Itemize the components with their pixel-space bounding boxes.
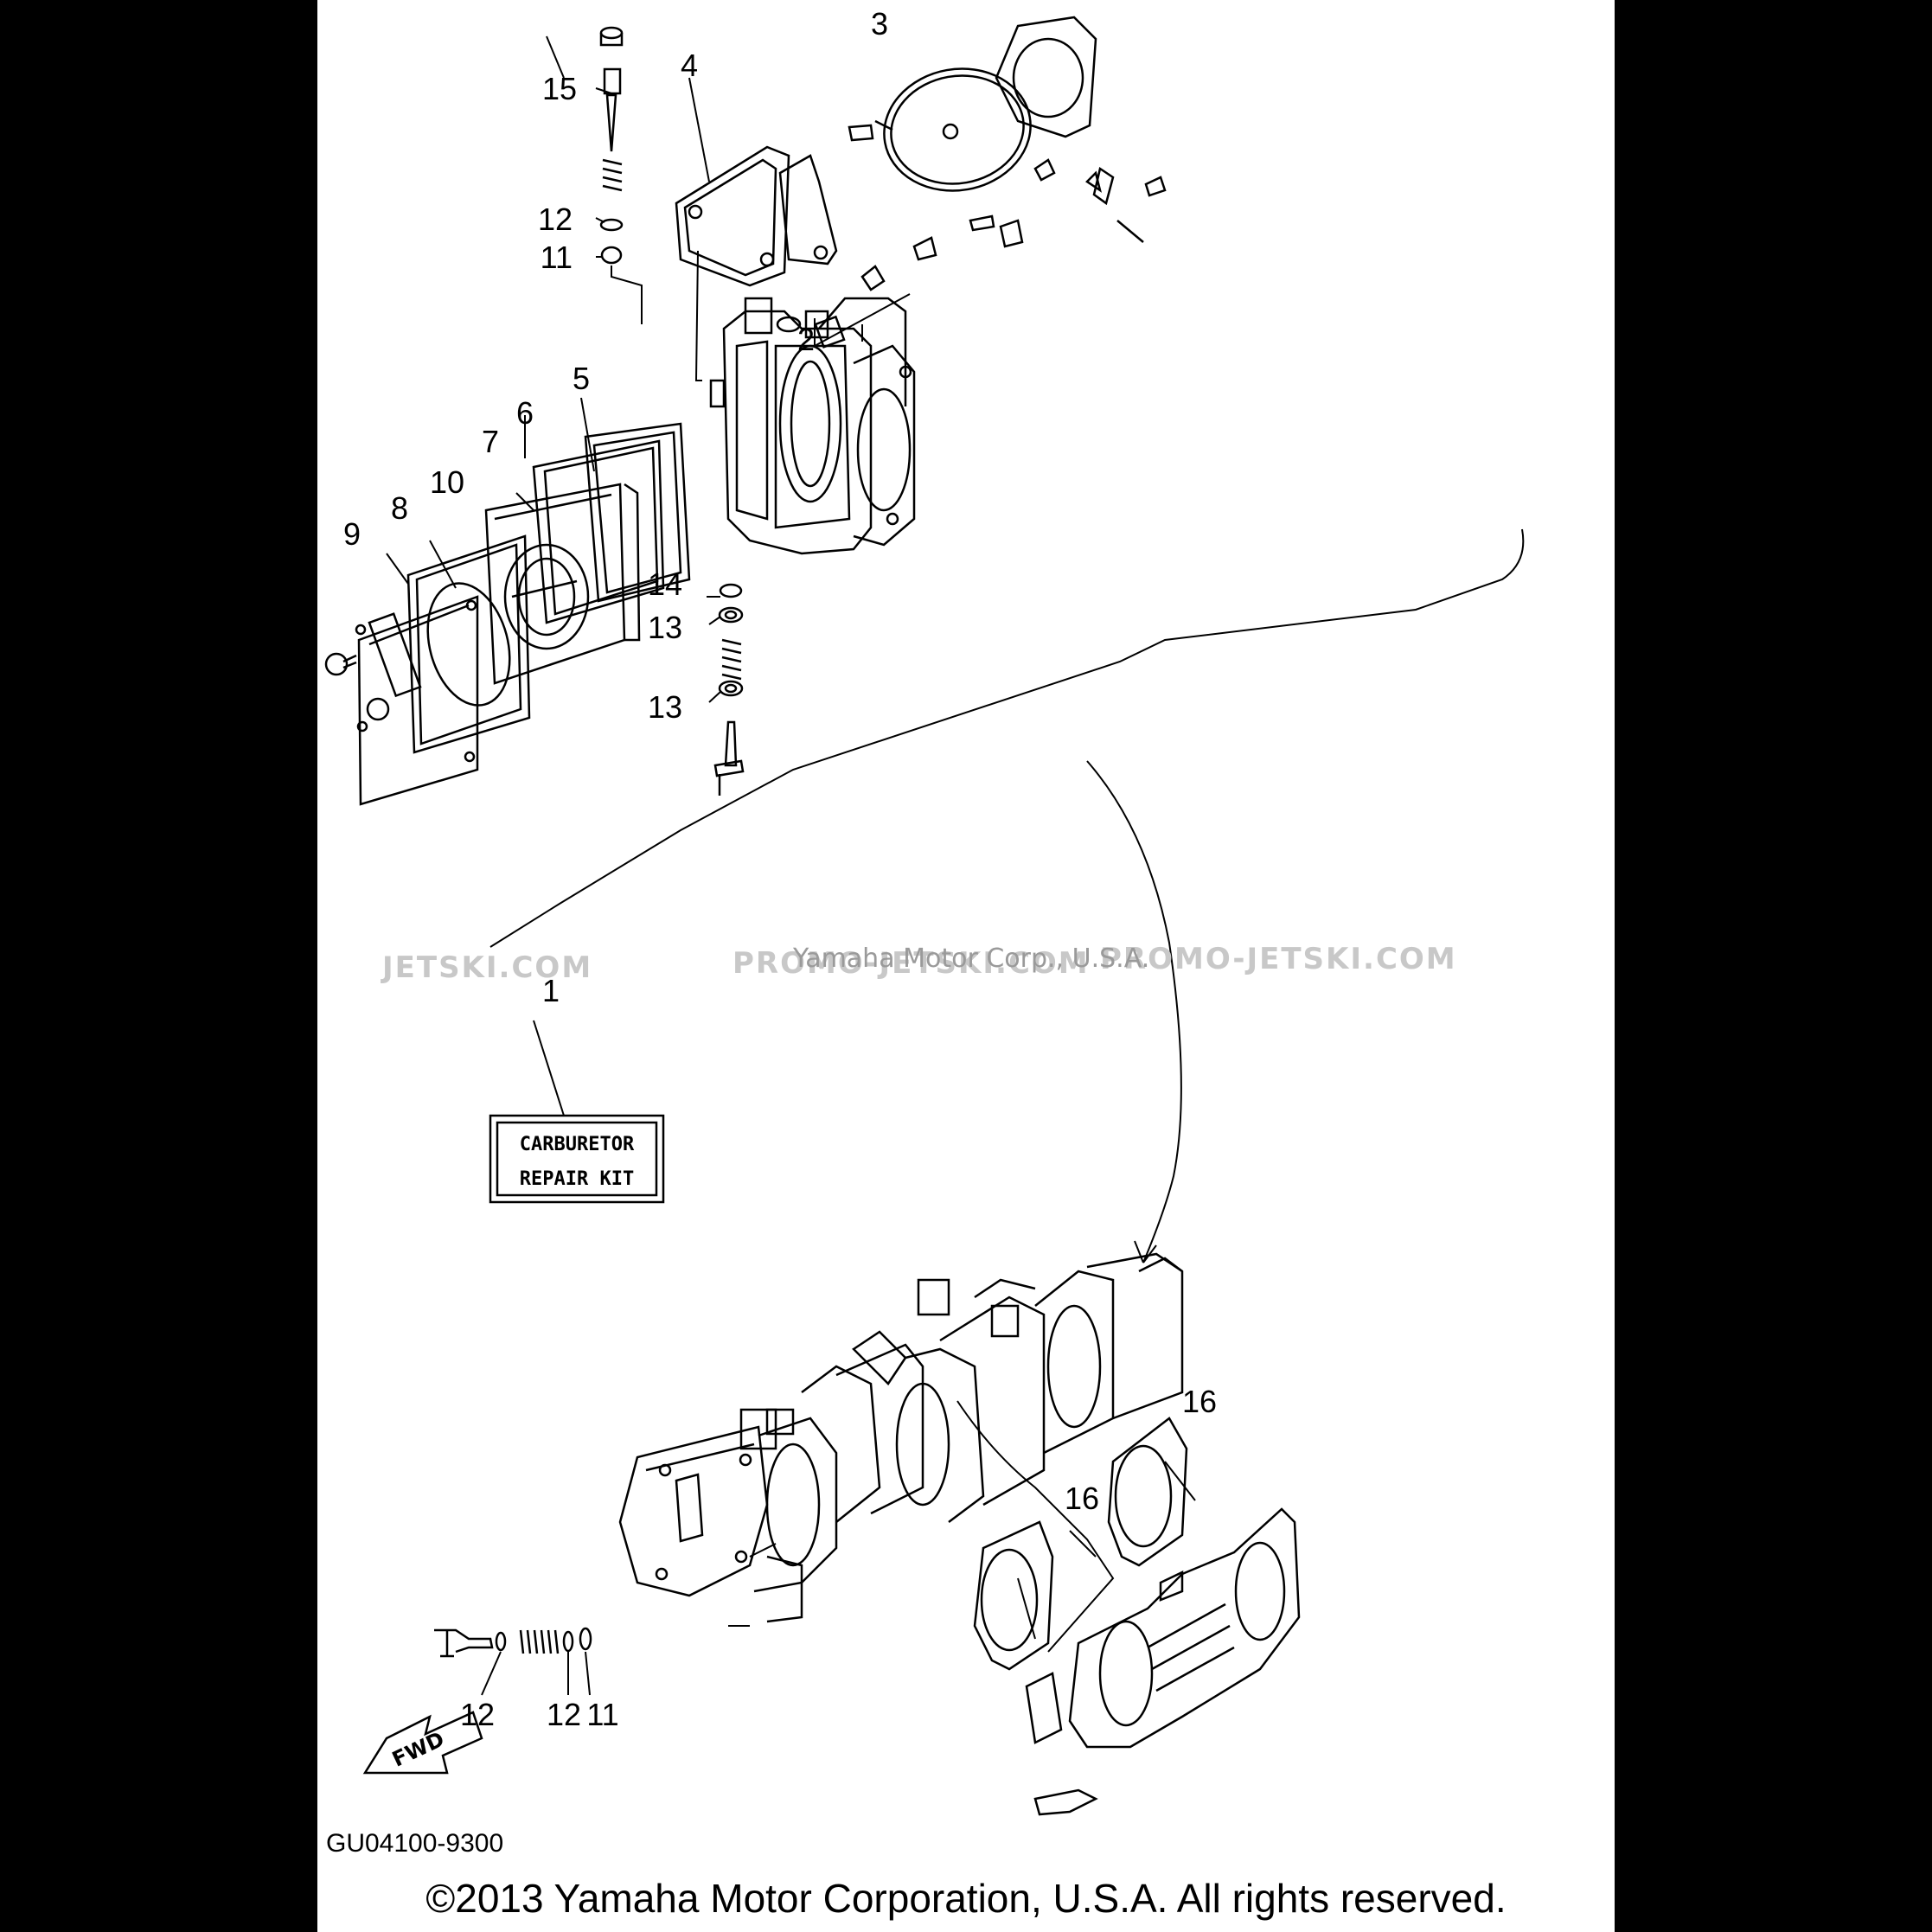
gasket-4 <box>675 145 790 287</box>
callout-12-lower-b: 12 <box>547 1697 581 1732</box>
callout-8: 8 <box>391 490 408 526</box>
callout-12-upper: 12 <box>538 202 573 237</box>
diagram-sheet: CARBURETOR REPAIR KIT FWD JETSKI.COM PRO… <box>317 0 1615 1932</box>
callout-10: 10 <box>430 464 464 500</box>
cover-bracket <box>778 154 838 265</box>
kit-label-line2: REPAIR KIT <box>520 1168 634 1190</box>
pump-body-7 <box>484 483 641 685</box>
callout-14: 14 <box>648 566 682 602</box>
watermark-center: PROMO-JETSKI.COM <box>732 946 1090 981</box>
callout-16b: 16 <box>1065 1481 1099 1516</box>
diaphragm-6 <box>532 439 665 624</box>
callout-7: 7 <box>482 424 499 459</box>
callout-13b: 13 <box>648 689 682 725</box>
leader-lines-lower <box>481 1400 1196 1696</box>
triple-carburetor-assembly <box>618 1252 1184 1623</box>
watermark-right: PROMO-JETSKI.COM <box>1100 942 1457 976</box>
gasket-5 <box>584 422 691 603</box>
diagram-code: GU04100-9300 <box>326 1829 504 1858</box>
callout-4: 4 <box>681 48 698 83</box>
callout-11-lower: 11 <box>586 1697 618 1732</box>
intake-gasket-16b <box>1107 1417 1188 1567</box>
callout-6: 6 <box>516 395 534 431</box>
o-ring-11 <box>600 246 623 265</box>
carburetor-body <box>709 297 916 555</box>
pilot-screw-lower <box>434 1628 494 1658</box>
fuel-pump-cover-9 <box>355 595 479 806</box>
callout-5: 5 <box>573 361 590 396</box>
copyright-notice: ©2013 Yamaha Motor Corporation, U.S.A. A… <box>425 1876 1507 1921</box>
assembly-connector-lines <box>489 528 1525 1263</box>
callout-15: 15 <box>542 71 577 106</box>
callout-16a: 16 <box>1182 1384 1217 1419</box>
o-ring-11-lower <box>579 1627 592 1651</box>
callout-12-lower-a: 12 <box>460 1697 495 1732</box>
gasket-8 <box>406 534 531 754</box>
diaphragm-3 <box>883 67 1032 192</box>
callout-2: 2 <box>797 322 815 357</box>
washer-12 <box>599 218 624 232</box>
callout-11-upper: 11 <box>541 240 573 275</box>
washer-13a <box>718 606 744 624</box>
main-jet <box>713 720 745 796</box>
forward-arrow-icon <box>362 1711 483 1775</box>
pilot-screw-15 <box>599 26 624 192</box>
o-ring-14 <box>719 583 743 598</box>
spring <box>721 638 742 681</box>
screw-9 <box>324 652 357 676</box>
intake-manifold <box>1025 1507 1301 1816</box>
intake-gasket-16a <box>973 1520 1054 1671</box>
o-ring-10 <box>426 582 511 707</box>
callout-13a: 13 <box>648 610 682 645</box>
washer-13b <box>718 680 744 697</box>
exploded-parts-diagram: CARBURETOR REPAIR KIT FWD JETSKI.COM PRO… <box>324 6 1525 1816</box>
spring-lower <box>519 1629 560 1654</box>
watermark-overlay: Yamaha Motor Corp., U.S.A. <box>792 944 1149 974</box>
callout-1: 1 <box>542 973 560 1008</box>
watermark-left: JETSKI.COM <box>381 950 592 985</box>
needle-valve-2 <box>776 236 937 349</box>
cover-plate <box>995 16 1097 138</box>
kit-label-line1: CARBURETOR <box>520 1134 635 1155</box>
callout-3: 3 <box>871 6 888 42</box>
repair-kit-label-box <box>489 1020 665 1204</box>
callout-9: 9 <box>343 516 361 552</box>
leader-lines-upper <box>386 35 911 703</box>
washer-12-lower-a <box>495 1631 507 1652</box>
small-screws <box>848 119 1167 248</box>
washer-12-lower-b <box>562 1630 574 1653</box>
